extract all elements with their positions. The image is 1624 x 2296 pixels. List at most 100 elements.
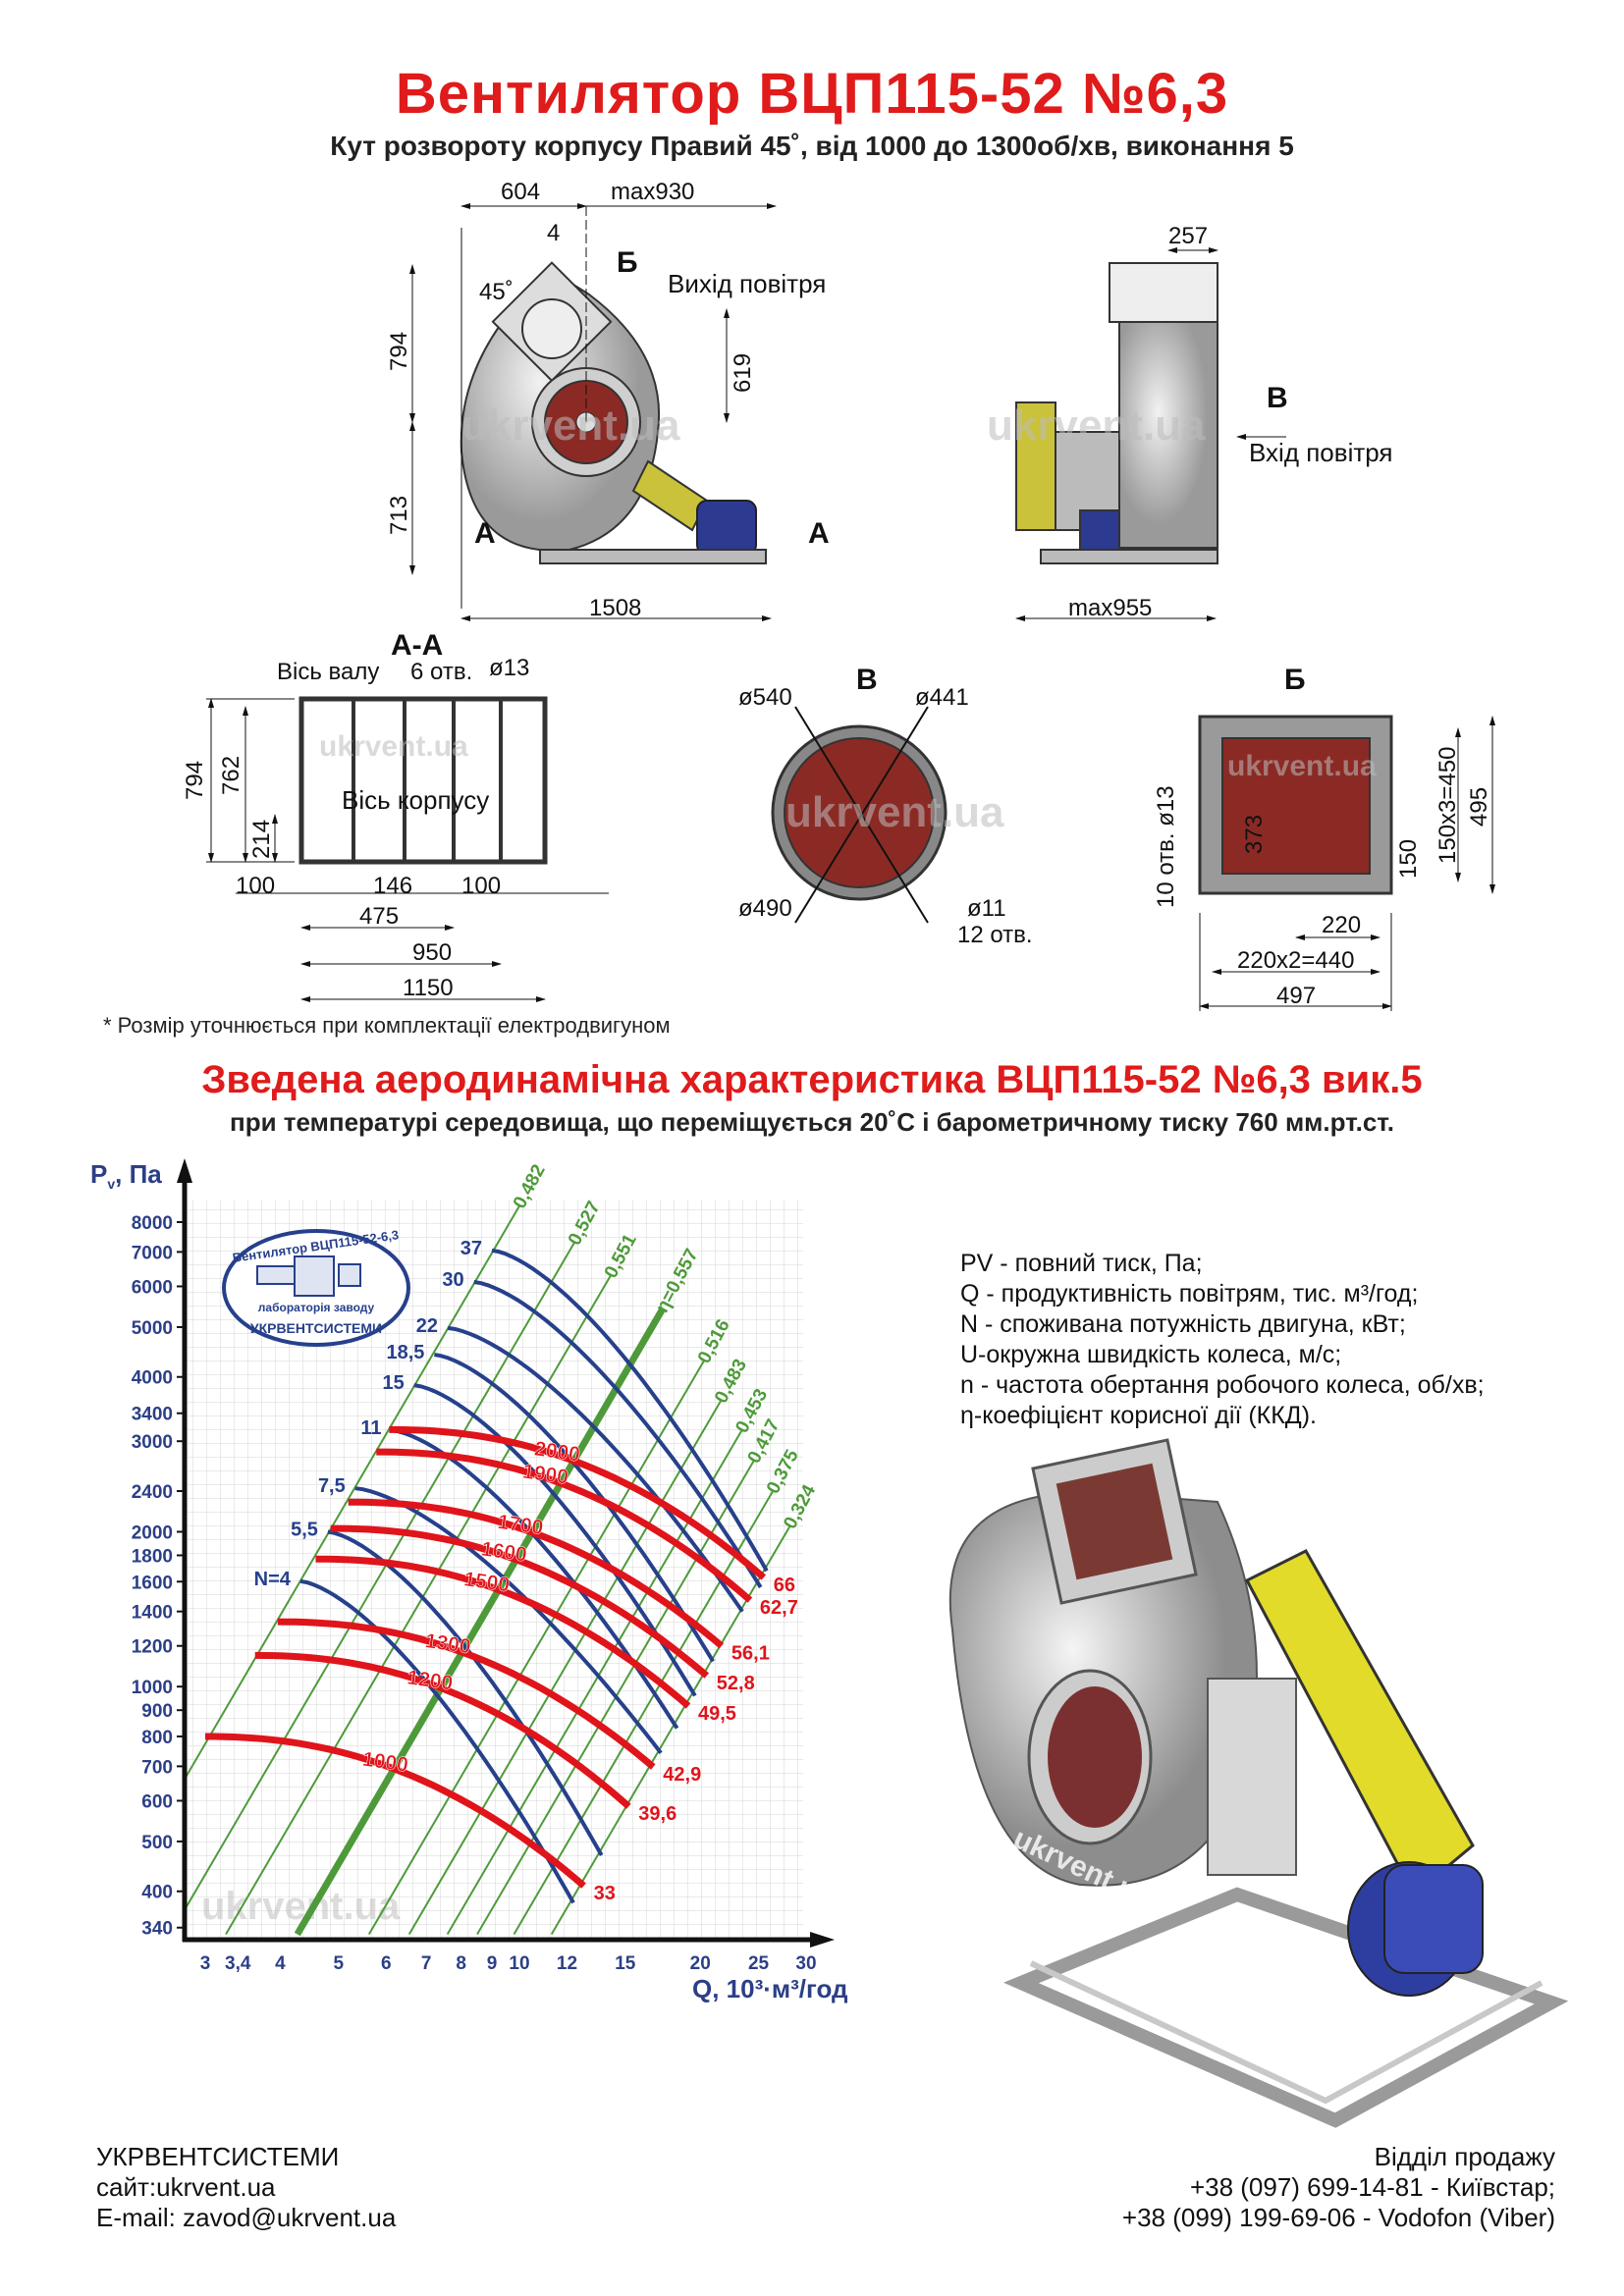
x-tick-label: 3,4 [225,1953,251,1974]
dim-713: 713 [386,496,412,535]
legend-rpm: n - частота обертання робочого колеса, о… [960,1371,1485,1399]
y-tick-label: 1800 [132,1546,173,1567]
power-curve [327,1529,604,1856]
footer-company-info: УКРВЕНТСИСТЕМИ сайт:ukrvent.ua E-mail: z… [96,2142,396,2233]
rpm-curve [277,1618,656,1770]
dim-475: 475 [359,903,399,930]
phone-vodafone[interactable]: +38 (099) 199-69-06 - Vodofon (Viber) [1121,2203,1555,2232]
stamp-middle: лабораторія заводу [258,1301,375,1314]
y-axis-label: Pv, Па [90,1159,162,1192]
x-tick-label: 5 [333,1953,344,1974]
dim-d540: ø540 [738,684,792,711]
dim-604: 604 [501,179,540,205]
dim-220x2: 220x2=440 [1237,947,1354,974]
y-tick-label: 700 [141,1757,173,1778]
dim-max930: max930 [611,179,694,205]
angle-45: 45˚ [479,279,514,305]
shaft-axis-label: Вісь валу [277,659,379,685]
holes-12: 12 отв. [957,922,1033,948]
x-tick-label: 15 [615,1953,636,1974]
y-tick-label: 1000 [132,1678,173,1698]
section-a-left: А [474,517,496,550]
chart-title: Зведена аеродинамічна характеристика ВЦП… [201,1058,1423,1101]
section-a-right: А [808,517,830,550]
dim-495: 495 [1466,787,1492,827]
x-tick-label: 30 [795,1953,816,1974]
power-label: 18,5 [386,1342,424,1363]
holes-label: 6 отв. [410,659,472,685]
x-tick-label: 7 [421,1953,432,1974]
page-title: Вентилятор ВЦП115-52 №6,3 [395,62,1229,126]
legend-q: Q - продуктивність повітрям, тис. м³/год… [960,1280,1419,1308]
view-v-title: В [856,664,878,696]
y-tick-label: 4000 [132,1368,173,1389]
view-b-drawing: Б 10 отв. ø13 373 150x3=450 495 150 220 … [1153,664,1495,1011]
dim-146: 146 [373,873,412,899]
power-curve [473,1280,763,1589]
y-tick-label: 7000 [132,1243,173,1263]
power-curve [413,1383,697,1697]
tip-speed-label: 56,1 [731,1643,770,1665]
phone-kyivstar[interactable]: +38 (097) 699-14-81 - Київстар; [1189,2172,1555,2202]
dim-214: 214 [248,820,275,859]
legend-pv: PV - повний тиск, Па; [960,1250,1203,1277]
technical-drawings: 604 max930 4 Б Вихід повітря 45˚ 794 619… [182,179,1495,1011]
dim-d490: ø490 [738,895,792,922]
efficiency-line [550,1525,791,1936]
front-view-drawing: 257 В Вхід повітря max955 ukrvent.ua [987,223,1393,621]
dim-794: 794 [386,332,412,371]
y-tick-label: 1400 [132,1603,173,1624]
email-link[interactable]: E-mail: zavod@ukrvent.ua [96,2203,397,2232]
legend-n: N - споживана потужність двигуна, кВт; [960,1310,1406,1338]
dim-497: 497 [1276,983,1316,1009]
dim-max955: max955 [1068,595,1152,621]
dim-762: 762 [218,756,244,795]
page-subtitle: Кут розвороту корпусу Правий 45˚, від 10… [330,131,1294,161]
x-axis-label: Q, 10³·м³/год [692,1974,848,2003]
watermark: ukrvent.ua [461,401,680,450]
sales-dept: Відділ продажу [1374,2142,1555,2171]
website-link[interactable]: сайт:ukrvent.ua [96,2172,276,2202]
x-tick-label: 4 [275,1953,286,1974]
power-label: 22 [416,1315,438,1337]
tip-speed-label: 33 [594,1883,616,1904]
x-axis-arrow [810,1932,835,1948]
y-tick-label: 2400 [132,1482,173,1503]
y-tick-label: 800 [141,1728,173,1748]
x-tick-label: 9 [487,1953,498,1974]
watermark: ukrvent.ua [1227,750,1377,782]
efficiency-line [407,1400,723,1936]
y-tick-label: 500 [141,1833,173,1853]
dim-794: 794 [182,761,208,800]
dim-4: 4 [547,220,560,246]
efficiency-line [187,1242,575,1909]
dim-150: 150 [1395,839,1422,879]
dim-100a: 100 [236,873,275,899]
y-tick-label: 600 [141,1791,173,1812]
rpm-curve [254,1651,631,1809]
efficiency-line [294,1308,666,1937]
dim-257: 257 [1168,223,1208,249]
y-tick-label: 3400 [132,1405,173,1425]
y-tick-label: 6000 [132,1277,173,1298]
y-tick-label: 900 [141,1701,173,1722]
tip-speed-label: 66 [774,1575,795,1596]
rpm-label: 1500 [462,1568,511,1596]
power-label: N=4 [254,1569,292,1590]
efficiency-line [446,1429,743,1936]
rpm-curve [348,1498,725,1649]
x-tick-label: 20 [690,1953,711,1974]
tip-speed-label: 52,8 [717,1673,755,1694]
power-label: 11 [360,1417,381,1439]
dim-1508: 1508 [589,595,641,621]
tip-speed-label: 42,9 [663,1764,701,1786]
outlet-label: Вихід повітря [668,269,826,298]
dim-150x3: 150x3=450 [1435,747,1461,864]
hole-diameter: ø13 [489,655,529,681]
power-label: 30 [442,1269,463,1291]
y-tick-label: 2000 [132,1522,173,1543]
y-tick-label: 1200 [132,1637,173,1658]
holes-10: 10 отв. ø13 [1153,785,1179,908]
y-axis-arrow [177,1158,192,1183]
